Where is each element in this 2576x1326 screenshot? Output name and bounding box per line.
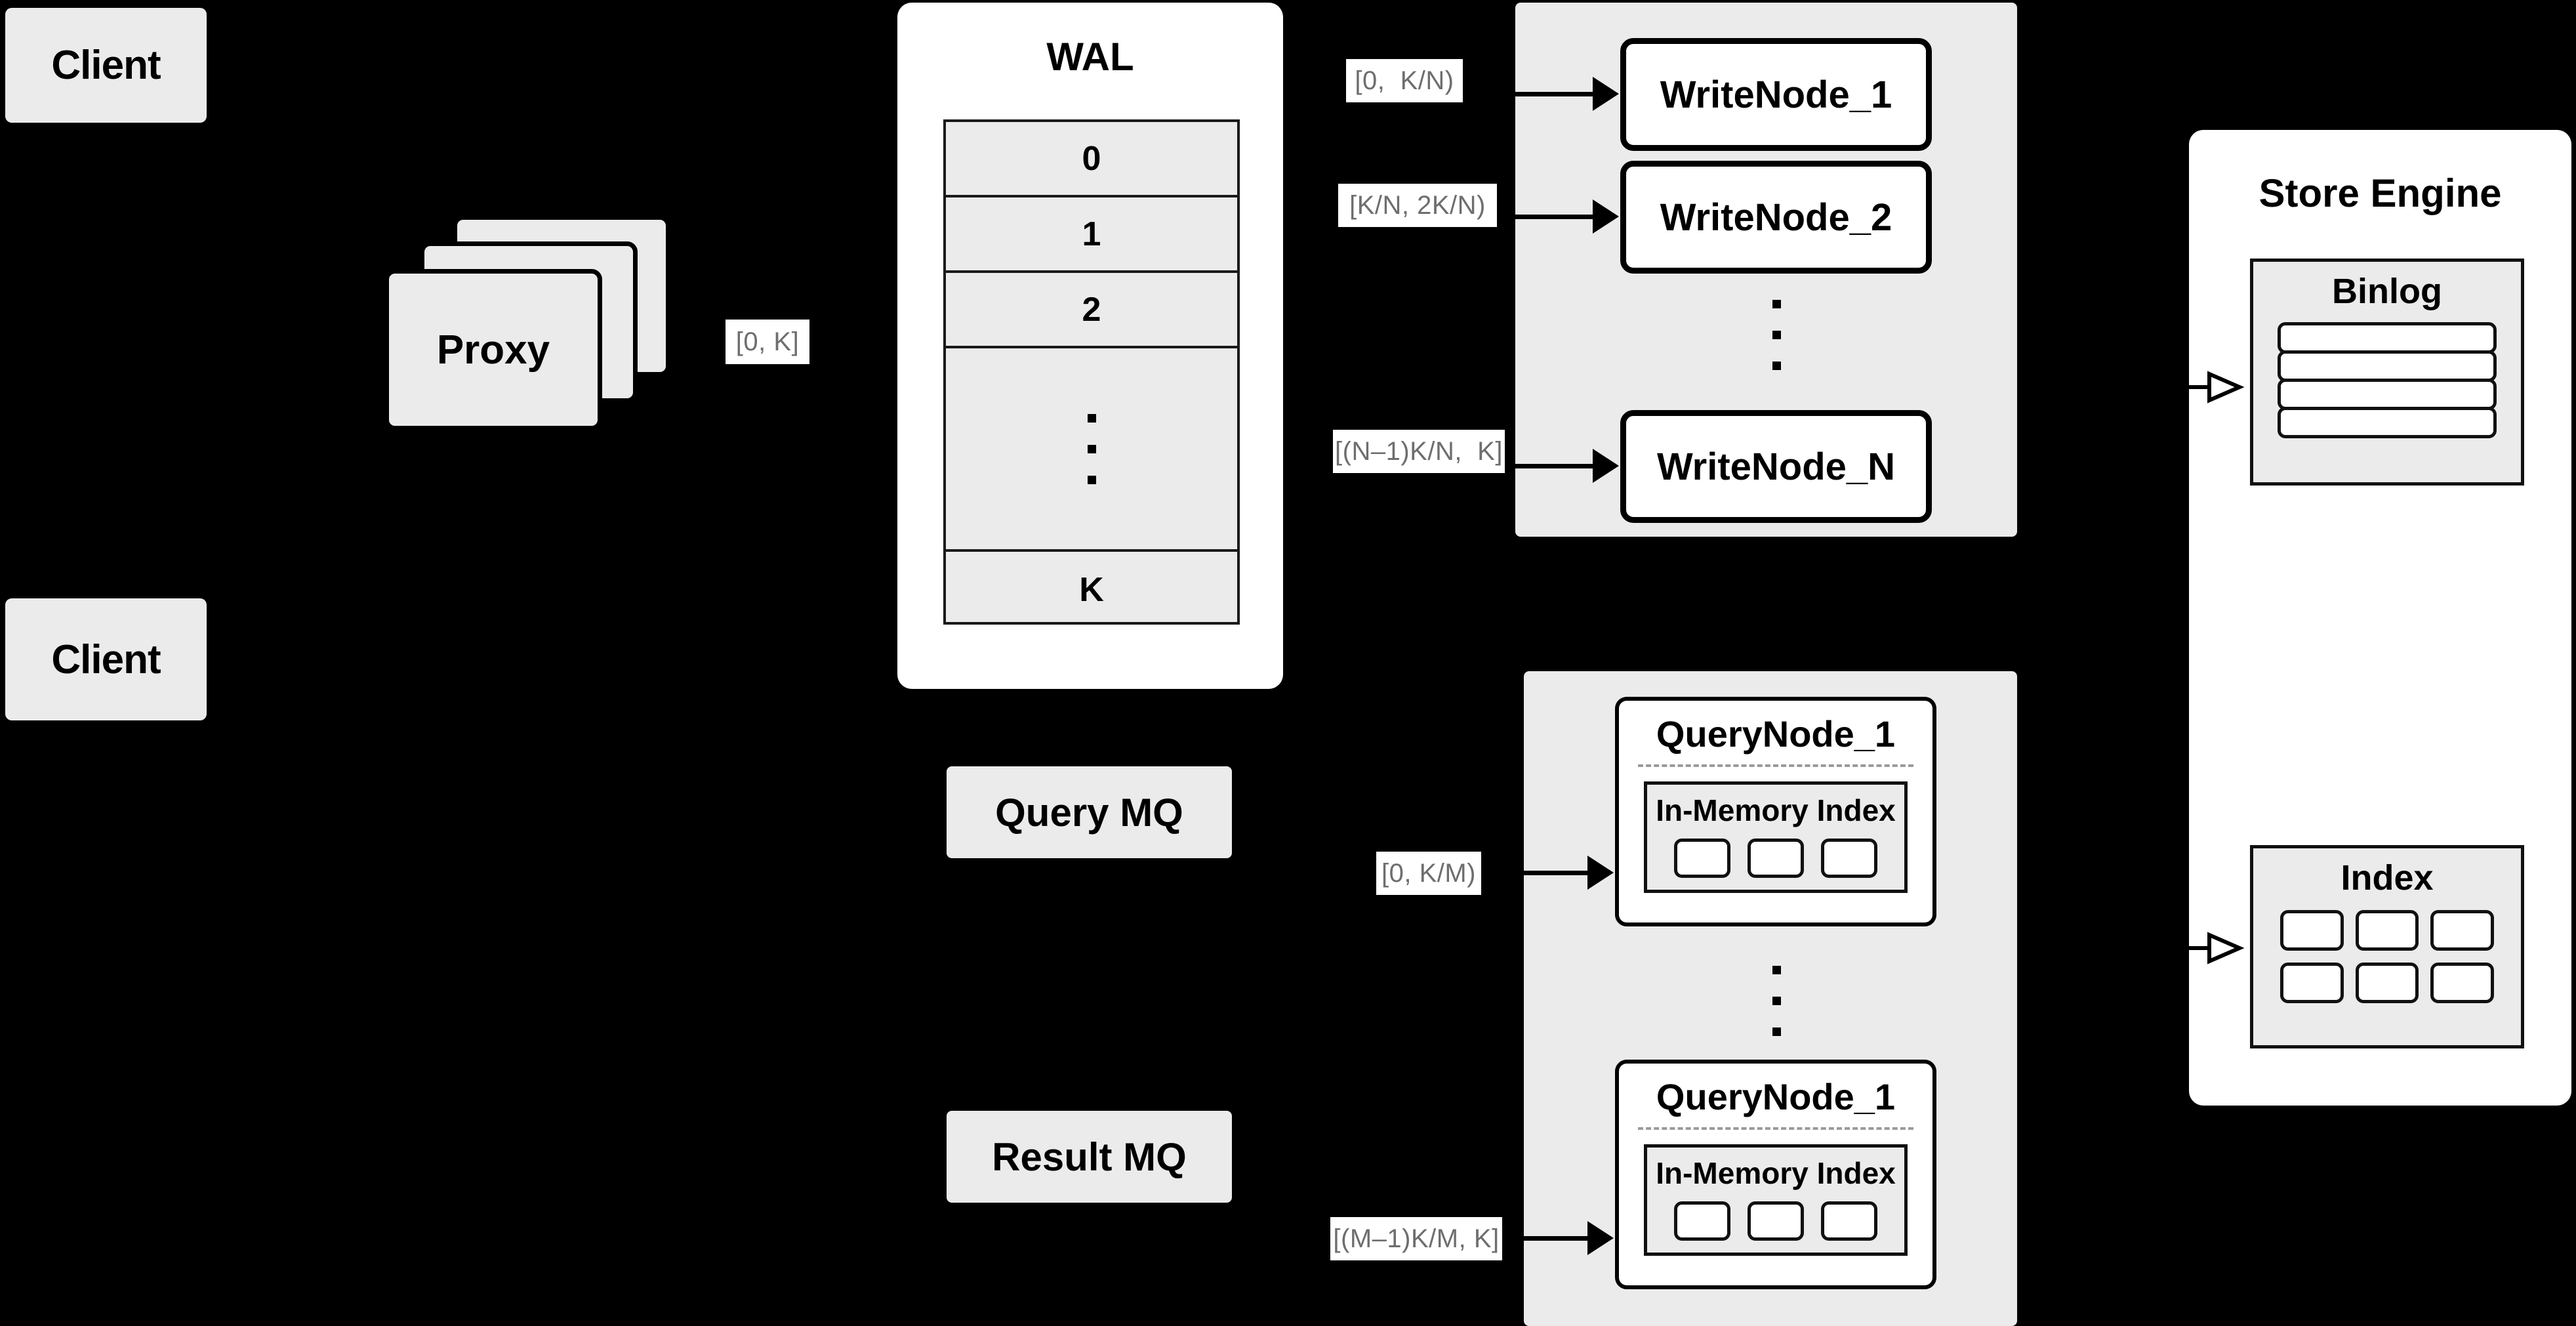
wal-title: WAL xyxy=(1046,35,1134,79)
binlog-title: Binlog xyxy=(2332,272,2442,311)
query-node-ellipsis xyxy=(1767,945,1786,1056)
index-box: Index xyxy=(2250,845,2524,1048)
write-node-2-arrow-head xyxy=(1593,199,1619,234)
index-cell[interactable] xyxy=(2430,963,2495,1003)
wal-row[interactable]: 0 xyxy=(946,122,1237,197)
query-node-m[interactable]: QueryNode_1 In-Memory Index xyxy=(1615,1060,1936,1289)
write-node-ellipsis xyxy=(1767,279,1786,390)
in-memory-index-cells xyxy=(1673,839,1877,878)
query-node-1[interactable]: QueryNode_1 In-Memory Index xyxy=(1615,697,1936,926)
query-node-1-arrow-head xyxy=(1587,856,1614,890)
wal-container: WAL 0 1 2 K xyxy=(897,3,1283,689)
proxy-output-range-label: [0, K] xyxy=(726,320,809,364)
index-title: Index xyxy=(2341,858,2434,898)
client-label: Client xyxy=(51,43,161,88)
index-cell[interactable] xyxy=(1747,839,1804,878)
index-cell[interactable] xyxy=(1820,839,1877,878)
index-inbound-arrow xyxy=(2177,928,2249,968)
query-node-1-separator xyxy=(1637,764,1914,767)
client-label: Client xyxy=(51,636,161,682)
index-cell[interactable] xyxy=(1673,839,1730,878)
index-cell[interactable] xyxy=(2430,910,2495,951)
binlog-inbound-arrow xyxy=(2177,367,2249,407)
write-node-2-arrow-line xyxy=(1509,215,1594,219)
in-memory-index-title: In-Memory Index xyxy=(1656,793,1896,827)
write-node-1-range-label: [0, K/N) xyxy=(1346,59,1463,102)
query-mq-label: Query MQ xyxy=(995,790,1183,835)
index-grid xyxy=(2280,910,2495,1003)
write-node-n[interactable]: WriteNode_N xyxy=(1620,410,1932,523)
binlog-box: Binlog xyxy=(2250,259,2524,486)
query-node-m-arrow-head xyxy=(1587,1221,1614,1255)
write-node-2[interactable]: WriteNode_2 xyxy=(1620,161,1932,274)
proxy-box[interactable]: Proxy xyxy=(384,269,602,430)
write-node-1-arrow-line xyxy=(1509,92,1594,96)
query-node-m-arrow-line xyxy=(1509,1236,1589,1241)
in-memory-index-title: In-Memory Index xyxy=(1656,1156,1896,1190)
binlog-row[interactable] xyxy=(2277,407,2497,438)
query-node-1-arrow-line xyxy=(1509,871,1589,875)
wal-table: 0 1 2 K xyxy=(943,119,1240,625)
wal-row-ellipsis xyxy=(946,348,1237,552)
index-cell[interactable] xyxy=(2355,910,2419,951)
write-node-n-range-label: [(N–1)K/N, K] xyxy=(1333,430,1505,473)
wal-row[interactable]: 1 xyxy=(946,197,1237,273)
in-memory-index-cells xyxy=(1673,1201,1877,1241)
index-cell[interactable] xyxy=(2280,963,2344,1003)
binlog-rows xyxy=(2277,322,2497,438)
query-node-1-range-label: [0, K/M) xyxy=(1376,852,1481,895)
query-node-m-in-memory-index: In-Memory Index xyxy=(1644,1144,1908,1256)
store-engine-container: Store Engine Binlog Index xyxy=(2189,130,2571,1106)
wal-row[interactable]: K xyxy=(1079,570,1104,609)
query-node-1-title: QueryNode_1 xyxy=(1656,713,1896,755)
write-node-1-arrow-head xyxy=(1593,77,1619,111)
write-node-1[interactable]: WriteNode_1 xyxy=(1620,38,1932,151)
query-node-m-range-label: [(M–1)K/M, K] xyxy=(1330,1217,1502,1260)
client-box-top[interactable]: Client xyxy=(5,8,207,123)
index-cell[interactable] xyxy=(2280,910,2344,951)
write-node-2-range-label: [K/N, 2K/N) xyxy=(1338,184,1497,227)
result-mq-label: Result MQ xyxy=(992,1134,1187,1179)
index-cell[interactable] xyxy=(1673,1201,1730,1241)
binlog-row[interactable] xyxy=(2277,350,2497,382)
query-node-m-separator xyxy=(1637,1127,1914,1130)
query-node-1-in-memory-index: In-Memory Index xyxy=(1644,781,1908,893)
write-node-n-arrow-line xyxy=(1509,464,1594,468)
client-box-bottom[interactable]: Client xyxy=(5,598,207,720)
wal-row[interactable]: 2 xyxy=(946,273,1237,348)
binlog-row[interactable] xyxy=(2277,322,2497,354)
binlog-row[interactable] xyxy=(2277,379,2497,410)
write-node-n-arrow-head xyxy=(1593,449,1619,483)
proxy-label: Proxy xyxy=(436,327,550,373)
store-engine-title: Store Engine xyxy=(2259,171,2502,215)
index-cell[interactable] xyxy=(1747,1201,1804,1241)
result-mq-box[interactable]: Result MQ xyxy=(947,1111,1232,1203)
index-cell[interactable] xyxy=(1820,1201,1877,1241)
index-cell[interactable] xyxy=(2355,963,2419,1003)
query-node-m-title: QueryNode_1 xyxy=(1656,1076,1896,1117)
query-mq-box[interactable]: Query MQ xyxy=(947,766,1232,858)
